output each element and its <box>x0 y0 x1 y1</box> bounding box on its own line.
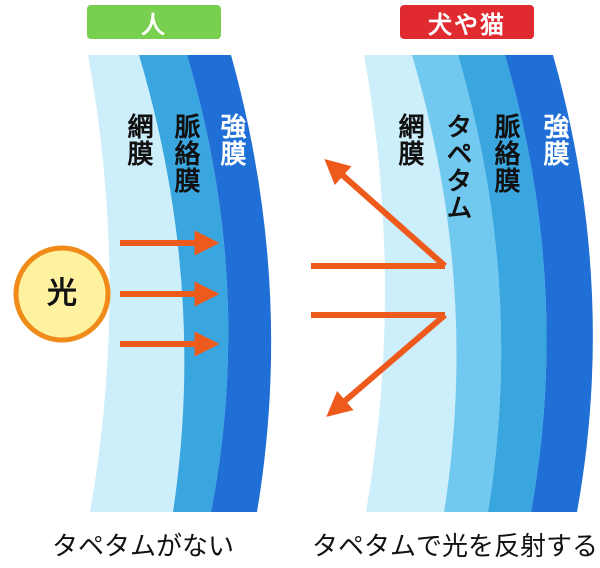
pets-retina-layer <box>364 55 457 512</box>
pets-retina-label: 網膜 <box>394 113 424 167</box>
human-eye-layers <box>88 55 272 512</box>
human-choroid-layer <box>139 55 229 512</box>
light-label: 光 <box>47 276 77 311</box>
reflected-ray-2 <box>326 312 447 417</box>
human-sclera-layer <box>187 55 272 512</box>
human-sclera-label: 強膜 <box>216 113 246 167</box>
pets-badge: 犬や猫 <box>400 5 534 39</box>
human-retina-label: 網膜 <box>123 113 153 167</box>
pets-tapetum-layer <box>412 55 502 512</box>
pets-choroid-layer <box>458 55 547 512</box>
pets-caption: タペタムで光を反射する <box>312 532 599 562</box>
pets-sclera-label: 強膜 <box>539 113 569 167</box>
pets-reflection-arrows <box>311 158 447 417</box>
pets-tapetum-label: タペタム <box>442 113 472 221</box>
human-light-arrows <box>120 230 220 357</box>
pets-choroid-label: 脈絡膜 <box>490 113 520 194</box>
human-retina-layer <box>88 55 185 512</box>
human-choroid-label: 脈絡膜 <box>170 113 200 194</box>
human-caption: タペタムがない <box>52 532 235 562</box>
light-source-circle <box>13 245 111 343</box>
reflected-ray-1 <box>324 158 447 269</box>
human-badge: 人 <box>87 5 221 39</box>
pets-eye-layers <box>364 55 593 512</box>
pets-sclera-layer <box>505 55 593 512</box>
